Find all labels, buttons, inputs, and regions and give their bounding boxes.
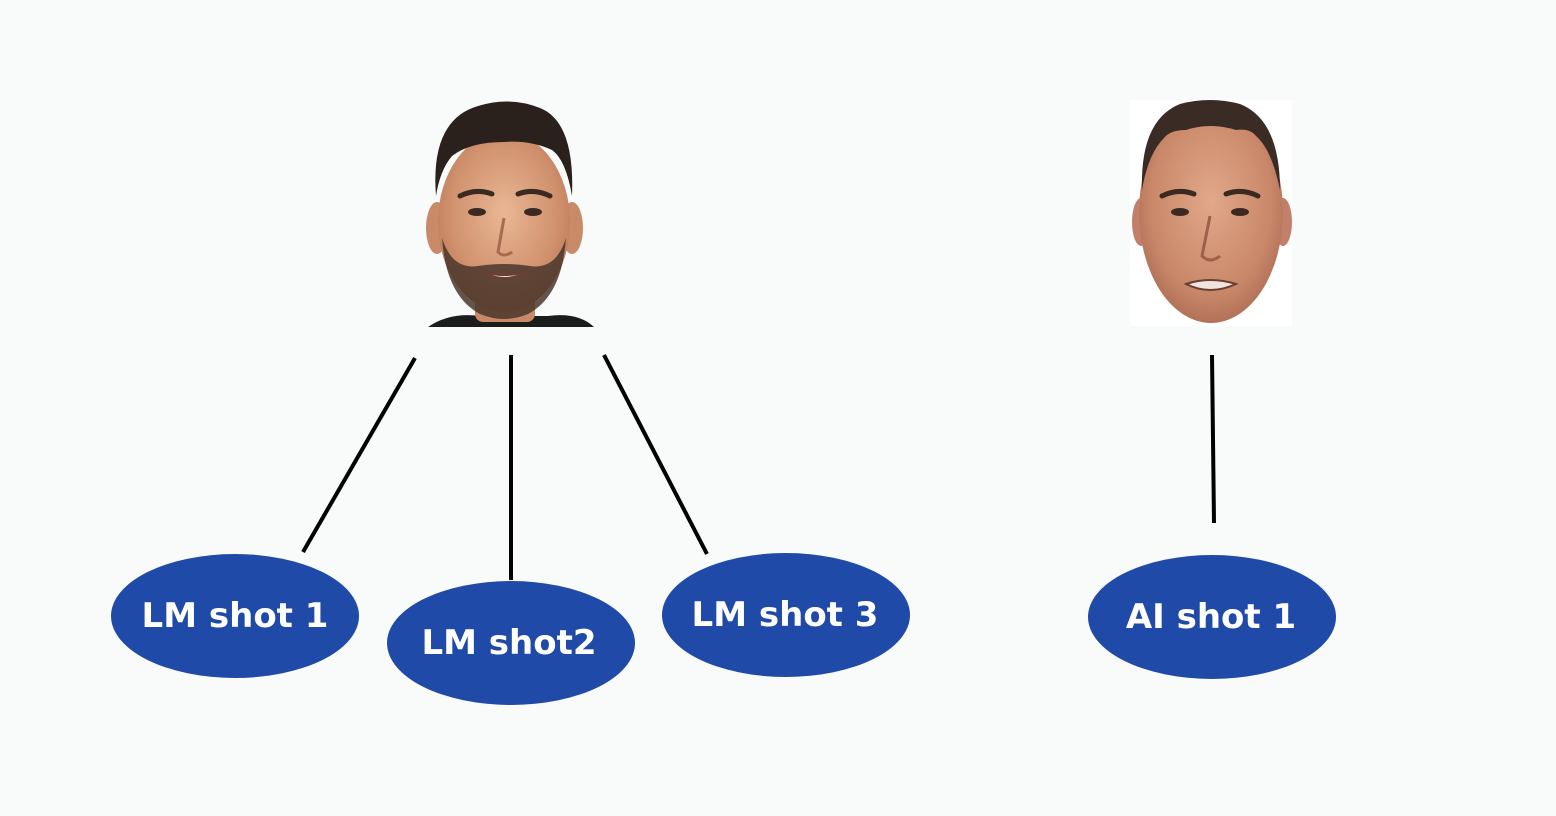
connector-ai-shot-1 — [1210, 354, 1216, 524]
portrait-2-left-brow — [1159, 188, 1197, 199]
portrait-1-right-brow — [515, 188, 553, 199]
portrait-1-left-brow — [457, 188, 495, 199]
node-lm-shot-2-label: LM shot2 — [421, 623, 596, 663]
connectors — [301, 354, 1216, 580]
node-lm-shot-3: LM shot 3 — [662, 553, 910, 677]
portrait-1-left-eye — [468, 208, 486, 216]
node-lm-shot-1: LM shot 1 — [111, 554, 359, 678]
portrait-2-hair — [1141, 100, 1280, 190]
connector-lm-shot-3 — [602, 354, 709, 555]
portrait-1-mouth — [481, 271, 529, 279]
node-ai-shot-1: AI shot 1 — [1088, 555, 1336, 679]
node-lm-shot-1-shape — [111, 554, 359, 678]
portrait-1-nose — [496, 217, 513, 257]
node-lm-shot-2-shape — [387, 581, 635, 705]
portrait-1-right-eye — [524, 208, 542, 216]
node-lm-shot-2: LM shot2 — [387, 581, 635, 705]
node-ai-shot-1-label: AI shot 1 — [1126, 597, 1296, 637]
connector-lm-shot-1 — [301, 357, 417, 553]
node-lm-shot-3-label: LM shot 3 — [692, 595, 879, 635]
portrait-2-face — [1139, 101, 1283, 323]
portrait-person-1 — [426, 101, 594, 327]
portrait-2-right-eye — [1231, 208, 1249, 216]
portrait-2-right-brow — [1223, 188, 1261, 199]
portrait-person-2 — [1130, 100, 1292, 326]
portrait-2-nose — [1200, 215, 1221, 262]
portrait-1-hair — [435, 101, 573, 196]
portrait-2-left-eye — [1171, 208, 1189, 216]
node-lm-shot-3-shape — [662, 553, 910, 677]
portrait-2-mouth — [1183, 279, 1239, 291]
node-ai-shot-1-shape — [1088, 555, 1336, 679]
node-lm-shot-1-label: LM shot 1 — [142, 596, 329, 636]
